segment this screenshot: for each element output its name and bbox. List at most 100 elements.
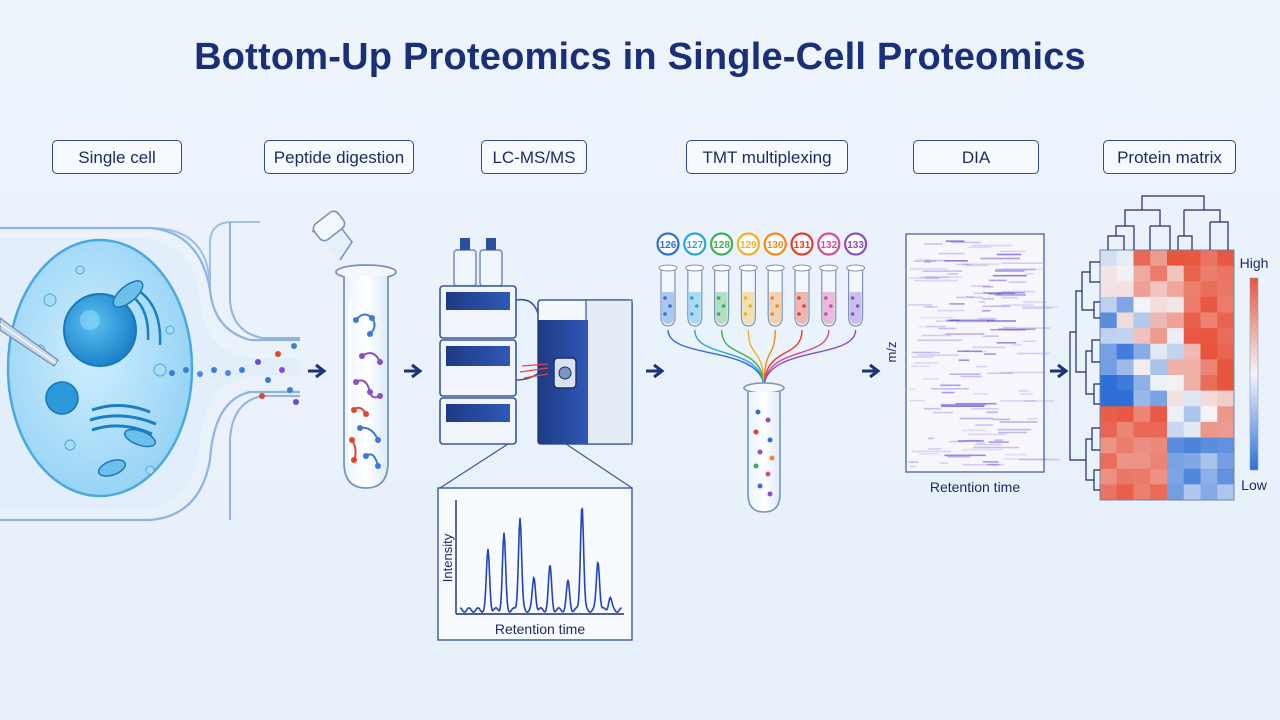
dia-signal: [972, 346, 1006, 349]
heatmap-cell: [1167, 484, 1185, 501]
heatmap-cell: [1133, 328, 1151, 345]
dia-signal: [978, 301, 985, 303]
heatmap-cell: [1183, 359, 1201, 376]
tmt-channel-line: [763, 329, 776, 389]
tmt-peptide-dot: [824, 296, 828, 300]
tmt-peptide-dot: [770, 296, 774, 300]
tmt-channel-tube: [821, 268, 837, 327]
flow-arrow-2: [404, 363, 423, 379]
dia-signal: [982, 298, 994, 300]
heatmap-cell: [1200, 359, 1218, 376]
dia-signal: [955, 402, 997, 405]
heatmap-cell: [1167, 312, 1185, 329]
dia-signal: [965, 264, 988, 267]
tmt-tube-rim: [792, 264, 812, 272]
heatmap-cell: [1183, 281, 1201, 298]
dia-signal: [962, 263, 999, 265]
tmt-peptide-dot: [695, 304, 699, 308]
dia-signal: [935, 320, 954, 322]
chromatogram-x-label: Retention time: [495, 621, 585, 637]
tmt-peptide-dot: [663, 296, 667, 300]
dia-signal: [937, 309, 964, 312]
heatmap-cell: [1183, 265, 1201, 282]
heatmap-cell: [1150, 296, 1168, 313]
dia-signal: [982, 305, 1011, 308]
dia-signal: [996, 342, 1017, 344]
heatmap-cells: [1100, 250, 1235, 501]
dia-signal: [917, 354, 959, 356]
tmt-channel-sample: [822, 292, 835, 324]
tmt-channel-line: [667, 329, 765, 389]
released-peptides: [169, 343, 299, 405]
heatmap-cell: [1167, 453, 1185, 470]
dia-signal: [962, 463, 1004, 466]
dia-signal: [998, 431, 1027, 434]
dia-signal: [917, 339, 962, 342]
tmt-tube-rim: [738, 264, 758, 272]
tmt-peptide-dot: [802, 304, 806, 308]
heatmap-cell: [1100, 343, 1118, 360]
dia-signal: [1022, 340, 1037, 342]
heatmap-cell: [1217, 312, 1235, 329]
dia-signal: [923, 243, 943, 245]
tmt-channel-sample: [688, 292, 701, 324]
tmt-tube-rim: [685, 264, 705, 272]
heatmap-cell: [1167, 406, 1185, 423]
tmt-channel-sample: [662, 292, 674, 324]
heatmap-cell: [1150, 343, 1168, 360]
dia-signal: [983, 353, 996, 355]
heatmap-cell: [1100, 484, 1118, 501]
dia-signal: [949, 303, 965, 305]
dia-signal: [928, 448, 942, 450]
heatmap-cell: [1167, 468, 1185, 485]
dia-map: m/z Retention time: [884, 233, 1060, 495]
dia-signal: [947, 273, 958, 275]
heatmap-cell: [1100, 437, 1118, 454]
tmt-channel-badge: [843, 232, 868, 256]
heatmap-cell: [1200, 421, 1218, 438]
dia-signal: [924, 261, 931, 263]
heatmap-cell: [1150, 328, 1168, 345]
dia-signal: [956, 263, 972, 266]
legend-high-label: High: [1240, 255, 1269, 271]
dia-signal: [908, 304, 932, 306]
tmt-peptide-dot: [797, 296, 801, 300]
dia-signal: [1003, 458, 1047, 460]
dia-signal-lines: [908, 240, 1060, 468]
heatmap-cell: [1100, 265, 1118, 282]
dia-y-label: m/z: [884, 342, 899, 363]
dia-signal: [999, 421, 1038, 423]
heatmap-cell: [1200, 281, 1218, 298]
dia-signal: [938, 327, 957, 330]
pipette-needle: [0, 317, 59, 367]
heatmap-cell: [1133, 265, 1151, 282]
heatmap-cell: [1217, 328, 1235, 345]
heatmap-cell: [1100, 250, 1118, 266]
dia-x-label: Retention time: [930, 479, 1020, 495]
tmt-tube-rim: [846, 264, 866, 272]
dia-signal: [1016, 327, 1051, 329]
tmt-channel-badge: [736, 232, 761, 256]
heatmap-cell: [1116, 437, 1134, 454]
heatmap-cell: [1200, 390, 1218, 407]
tmt-peptide-dot: [770, 312, 774, 316]
tmt-tube-rim: [765, 264, 785, 272]
tmt-peptide-dot: [743, 312, 748, 316]
tmt-peptide-dot: [716, 312, 721, 316]
heatmap-cell: [1217, 484, 1235, 501]
flow-arrow-3: [646, 363, 665, 379]
heatmap-cell: [1100, 390, 1118, 407]
tmt-channel-line: [694, 329, 765, 389]
heatmap-cell: [1217, 265, 1235, 282]
dia-signal: [958, 359, 970, 361]
dia-signal: [951, 241, 981, 244]
heatmap-cell: [1116, 265, 1134, 282]
heatmap-cell: [1200, 406, 1218, 423]
heatmap-cell: [1116, 406, 1134, 423]
heatmap-cell: [1150, 359, 1168, 376]
chromatogram-y-label: Intensity: [440, 533, 455, 582]
heatmap-cell: [1200, 453, 1218, 470]
stage-label-peptide-digestion: Peptide digestion: [264, 140, 414, 174]
dia-signal: [928, 437, 935, 440]
heatmap-cell: [1116, 453, 1134, 470]
